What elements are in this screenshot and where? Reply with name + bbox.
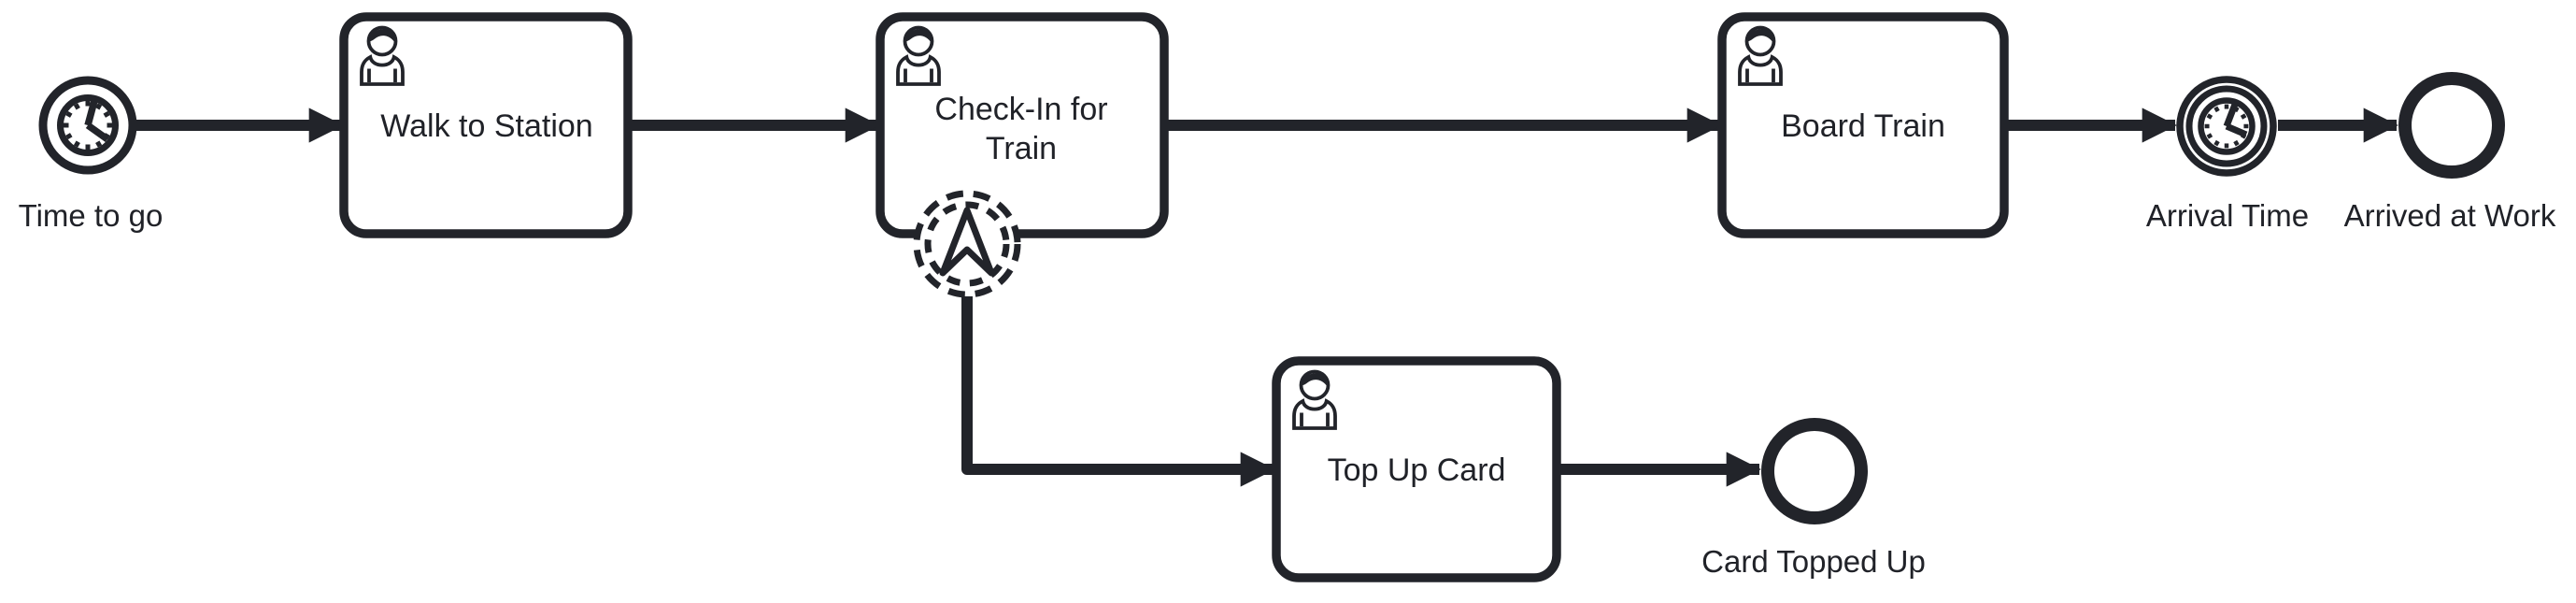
end-event-arrived-at-work[interactable] xyxy=(2398,72,2505,179)
task-rect xyxy=(1717,12,2009,238)
event-circle xyxy=(2398,72,2505,179)
task-board-train[interactable]: Board Train xyxy=(1717,12,2009,238)
start-event-label: Time to go xyxy=(19,198,164,233)
task-label: Top Up Card xyxy=(1328,452,1506,488)
boundary-event-escalation[interactable] xyxy=(913,190,1021,298)
clock-icon xyxy=(2198,97,2256,155)
task-checkin-for-train[interactable]: Check-In for Train xyxy=(875,12,1169,238)
end-event-label: Arrived at Work xyxy=(2344,198,2556,233)
task-rect xyxy=(875,12,1169,238)
escalation-arrow-icon xyxy=(939,207,995,277)
task-label-line1: Check-In for xyxy=(934,92,1107,127)
event-inner-circle xyxy=(2185,85,2268,167)
task-rect xyxy=(1272,356,1561,582)
task-top-up-card[interactable]: Top Up Card xyxy=(1272,356,1561,582)
end-event-label: Card Topped Up xyxy=(1701,544,1926,579)
event-circle xyxy=(1761,418,1868,524)
start-event-time-to-go[interactable] xyxy=(38,76,137,175)
task-label: Board Train xyxy=(1781,108,1945,144)
end-event-card-topped-up[interactable] xyxy=(1761,418,1868,524)
event-inner-circle xyxy=(924,201,1010,287)
task-walk-to-station[interactable]: Walk to Station xyxy=(339,12,633,238)
task-label: Walk to Station xyxy=(380,108,592,144)
clock-icon xyxy=(57,94,119,156)
sequence-flow-boundary-to-topup[interactable] xyxy=(961,296,1275,487)
intermediate-event-label: Arrival Time xyxy=(2146,198,2309,233)
task-label-line2: Train xyxy=(986,131,1057,166)
task-rect xyxy=(339,12,633,238)
intermediate-event-arrival-time[interactable] xyxy=(2176,76,2277,177)
